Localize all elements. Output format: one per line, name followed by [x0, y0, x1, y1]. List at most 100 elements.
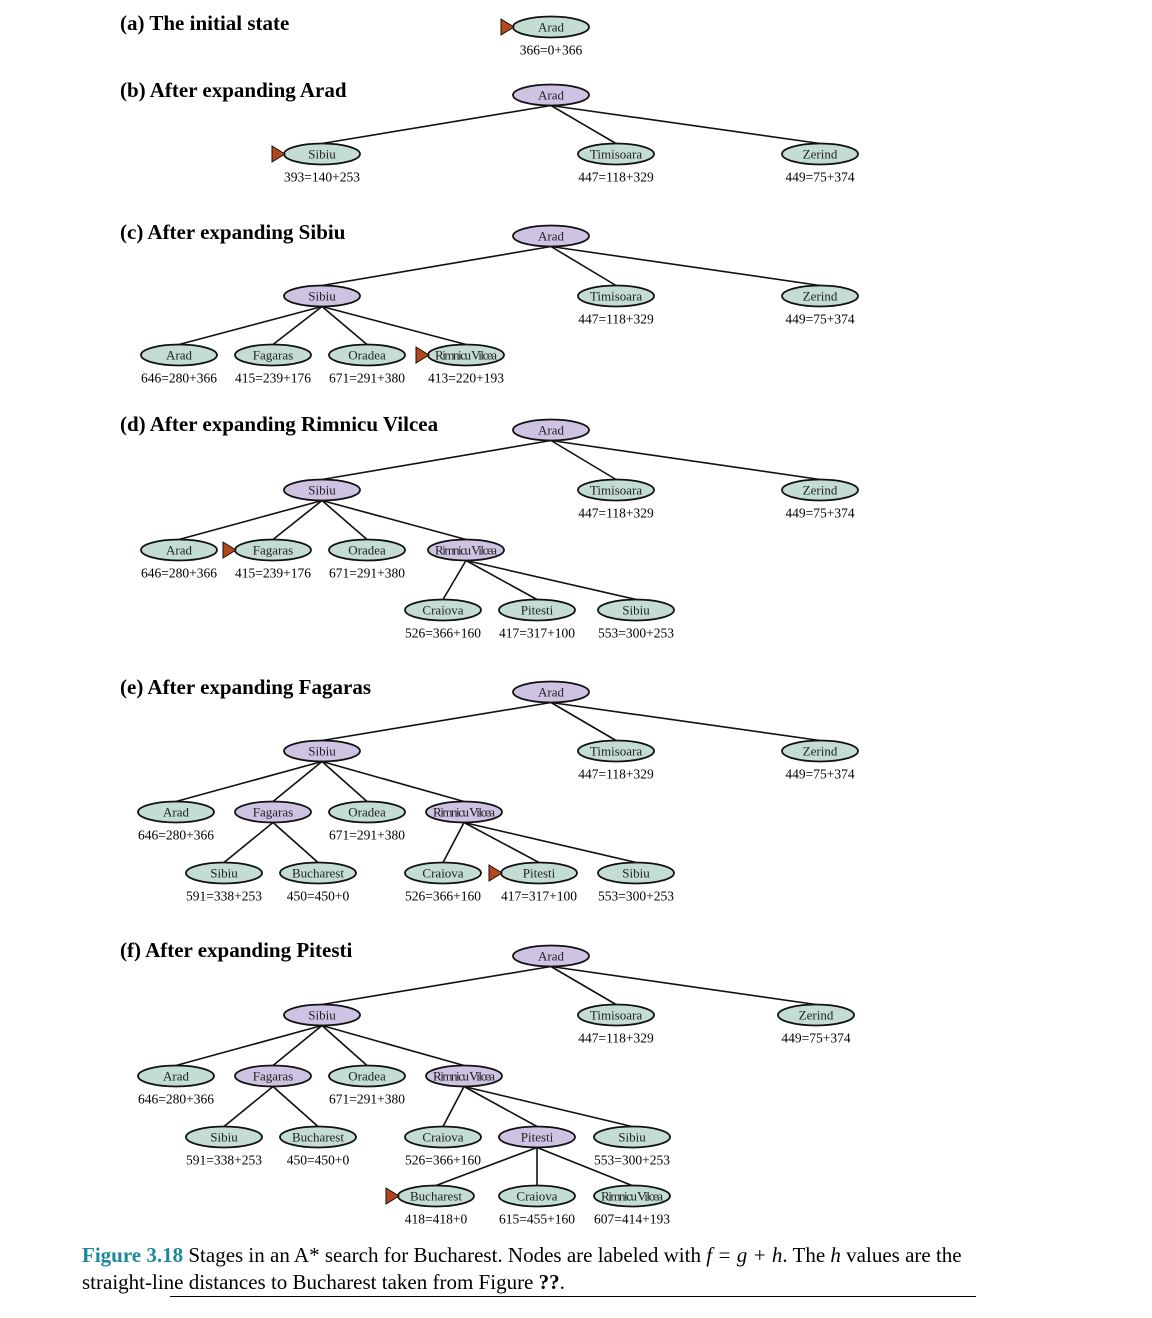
tree-edge [550, 104, 617, 145]
node-label: Bucharest [292, 866, 344, 881]
node-label: Rimnicu Vilcea [435, 543, 497, 558]
node-ellipse [498, 598, 576, 622]
node-ellipse [185, 1125, 263, 1149]
node-label: Zerind [803, 147, 838, 162]
node-ellipse [404, 861, 482, 885]
tree-edge [550, 104, 821, 145]
node-label: Arad [538, 423, 564, 438]
node-f-value: 591=338+253 [186, 1153, 262, 1168]
node-f-value: 417=317+100 [499, 626, 575, 641]
node-ellipse [512, 83, 590, 107]
node-ellipse [234, 800, 312, 824]
node-label: Pitesti [523, 866, 556, 881]
node-f-value: 447=118+329 [578, 506, 654, 521]
caption-formula: f = g + h [706, 1243, 783, 1267]
tree-edge [321, 1024, 368, 1067]
next-expand-marker-icon [222, 541, 237, 559]
node-label: Sibiu [308, 289, 336, 304]
node-label: Timisoara [590, 744, 642, 759]
tree-edge [465, 559, 538, 601]
tree-edge [321, 760, 465, 803]
figure-number: Figure 3.18 [82, 1243, 184, 1267]
node-label: Rimnicu Vilcea [601, 1189, 663, 1204]
tree-edge [321, 305, 467, 346]
node-arad: Arad [512, 944, 590, 968]
figure-reference: ?? [538, 1270, 560, 1294]
node-timisoara: Timisoara 447=118+329 [577, 478, 655, 521]
node-ellipse [781, 284, 859, 308]
node-label: Timisoara [590, 483, 642, 498]
node-f-value: 671=291+380 [329, 828, 405, 843]
panel-title: (e) After expanding Fagaras [120, 675, 371, 699]
tree-edge [550, 245, 821, 287]
node-ellipse [404, 1125, 482, 1149]
node-ellipse [328, 1064, 406, 1088]
node-ellipse [140, 538, 218, 562]
tree-edge [272, 305, 323, 346]
node-label: Oradea [348, 543, 386, 558]
node-label: Craiova [422, 1130, 463, 1145]
tree-edge [321, 245, 552, 287]
node-label: Sibiu [622, 866, 650, 881]
node-f-value: 450=450+0 [287, 1153, 350, 1168]
node-label: Bucharest [410, 1189, 462, 1204]
node-f-value: 449=75+374 [785, 767, 854, 782]
node-label: Timisoara [590, 147, 642, 162]
tree-edge [550, 439, 617, 481]
node-ellipse [283, 478, 361, 502]
tree-edge [175, 760, 323, 803]
node-label: Craiova [422, 603, 463, 618]
node-ellipse [283, 739, 361, 763]
node-ellipse [593, 1184, 671, 1208]
tree-edge [321, 1024, 465, 1067]
node-ellipse [279, 1125, 357, 1149]
node-label: Arad [166, 543, 192, 558]
node-f-value: 449=75+374 [785, 170, 854, 185]
node-ellipse [512, 418, 590, 442]
node-pitesti: Pitesti [498, 1125, 576, 1149]
tree-edge [550, 439, 821, 481]
node-label: Sibiu [308, 744, 336, 759]
node-zerind: Zerind 449=75+374 [781, 739, 859, 782]
node-sibiu: Sibiu 591=338+253 [185, 1125, 263, 1168]
node-label: Zerind [803, 744, 838, 759]
node-label: Bucharest [292, 1130, 344, 1145]
node-rimnicu-vilcea: Rimnicu Vilcea [425, 800, 503, 824]
node-label: Zerind [799, 1008, 834, 1023]
caption-text-1: Stages in an A* search for Bucharest. No… [183, 1243, 707, 1267]
node-label: Rimnicu Vilcea [435, 348, 497, 363]
tree-edge [550, 245, 617, 287]
node-ellipse [512, 944, 590, 968]
node-label: Sibiu [622, 603, 650, 618]
node-ellipse [137, 800, 215, 824]
node-label: Fagaras [253, 543, 293, 558]
tree-edge [321, 965, 552, 1006]
caption-text-2: . The [782, 1243, 831, 1267]
tree-edge [550, 965, 617, 1006]
tree-edge [550, 701, 821, 742]
tree-edge [550, 701, 617, 742]
figure-caption: Figure 3.18 Stages in an A* search for B… [82, 1242, 982, 1296]
node-label: Sibiu [210, 1130, 238, 1145]
tree-edge [442, 560, 467, 600]
tree-edge [435, 1146, 538, 1187]
panel-title: (c) After expanding Sibiu [120, 220, 346, 244]
panel-title: (b) After expanding Arad [120, 78, 347, 102]
tree-edge [463, 1085, 633, 1128]
next-expand-marker-icon [488, 864, 503, 882]
node-f-value: 415=239+176 [235, 566, 311, 581]
node-ellipse [781, 739, 859, 763]
node-ellipse [577, 284, 655, 308]
